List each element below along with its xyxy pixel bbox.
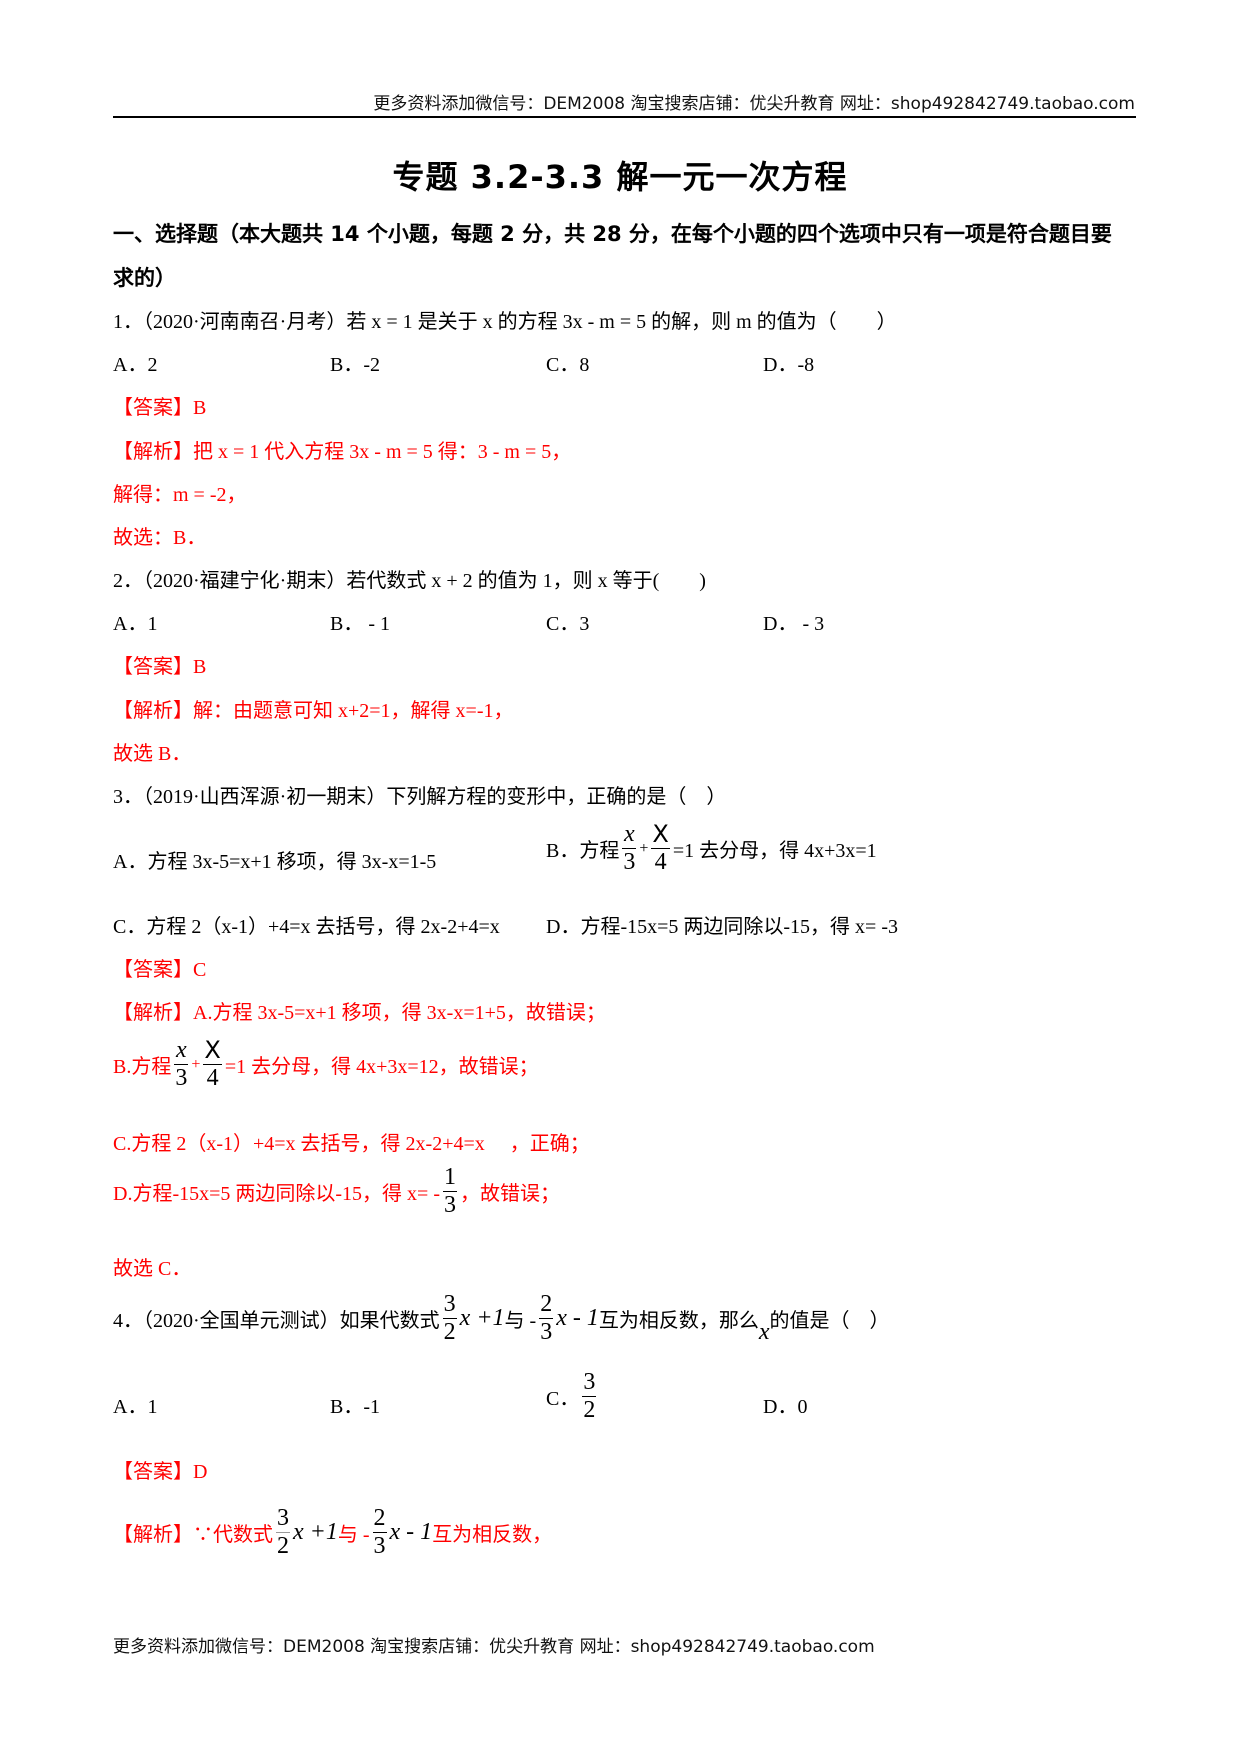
plus-sign: + bbox=[191, 1055, 201, 1073]
denominator: 2 bbox=[583, 1397, 596, 1424]
q2-option-a: A．1 bbox=[113, 613, 158, 635]
denominator: 3 bbox=[623, 849, 636, 876]
numerator: 3 bbox=[443, 1291, 456, 1317]
fraction-x-over-4: X 4 bbox=[203, 1036, 222, 1092]
q4-analysis-expression-1: x +1 bbox=[293, 1519, 338, 1546]
numerator: x bbox=[624, 821, 635, 847]
question-2-stem: 2．（2020·福建宁化·期末）若代数式 x + 2 的值为 1，则 x 等于(… bbox=[113, 570, 706, 592]
fraction-3-over-2: 3 2 bbox=[582, 1369, 597, 1424]
q3-analysis-a: 【解析】A.方程 3x-5=x+1 移项，得 3x-x=1+5，故错误； bbox=[113, 1002, 606, 1024]
header-divider bbox=[113, 116, 1136, 118]
q3-analysis-b-prefix: B.方程 bbox=[113, 1056, 172, 1079]
numerator: 2 bbox=[540, 1291, 553, 1317]
page-header-ad: 更多资料添加微信号：DEM2008 淘宝搜索店铺：优尖升教育 网址：shop49… bbox=[373, 94, 1135, 114]
q3-option-b-prefix: B．方程 bbox=[546, 840, 620, 863]
q3-analysis-conclusion: 故选 C． bbox=[113, 1258, 192, 1280]
q4-option-c: C． 3 2 bbox=[546, 1369, 599, 1424]
page-title: 专题 3.2-3.3 解一元一次方程 bbox=[392, 158, 848, 196]
q4-option-b: B．-1 bbox=[330, 1396, 380, 1418]
q3-option-b-suffix: =1 去分母，得 4x+3x=1 bbox=[672, 840, 877, 863]
q4-expression-1: x +1 bbox=[459, 1305, 505, 1332]
fraction-2-over-3: 2 3 bbox=[539, 1291, 554, 1346]
q4-analysis-suffix: 互为相反数， bbox=[432, 1524, 553, 1547]
q4-stem-post2: 的值是（ ） bbox=[769, 1310, 890, 1333]
q4-variable-x: x bbox=[758, 1319, 770, 1346]
numerator: 2 bbox=[373, 1505, 386, 1531]
q3-analysis-d-suffix: ，故错误； bbox=[459, 1183, 560, 1206]
numerator: 1 bbox=[443, 1164, 456, 1190]
q3-analysis-b: B.方程 x 3 + X 4 =1 去分母，得 4x+3x=12，故错误； bbox=[113, 1036, 539, 1092]
denominator: 3 bbox=[540, 1319, 553, 1346]
q3-answer: 【答案】C bbox=[113, 959, 207, 981]
question-3-stem: 3．（2019·山西浑源·初一期末）下列解方程的变形中，正确的是（ ） bbox=[113, 786, 727, 808]
q3-analysis-d: D.方程-15x=5 两边同除以-15，得 x= - 1 3 ，故错误； bbox=[113, 1164, 560, 1219]
plus-sign: + bbox=[639, 839, 649, 857]
q1-option-d: D．-8 bbox=[763, 354, 815, 376]
question-1-stem: 1．（2020·河南南召·月考）若 x = 1 是关于 x 的方程 3x - m… bbox=[113, 311, 897, 333]
q2-analysis-line1: 【解析】解：由题意可知 x+2=1，解得 x=-1， bbox=[113, 700, 514, 722]
q4-analysis: 【解析】∵代数式 3 2 x +1 与 - 2 3 x - 1 互为相反数， bbox=[113, 1505, 553, 1560]
q2-analysis-line2: 故选 B． bbox=[113, 743, 192, 765]
fraction-2-over-3: 2 3 bbox=[372, 1505, 387, 1560]
q4-stem-post1: 互为相反数，那么 bbox=[598, 1310, 759, 1333]
q2-option-b: B． - 1 bbox=[330, 613, 390, 635]
q1-answer: 【答案】B bbox=[113, 397, 207, 419]
q2-answer: 【答案】B bbox=[113, 656, 207, 678]
q4-expression-2: x - 1 bbox=[556, 1305, 599, 1332]
fraction-x-over-3: x 3 bbox=[622, 821, 637, 876]
page-footer-ad: 更多资料添加微信号：DEM2008 淘宝搜索店铺：优尖升教育 网址：shop49… bbox=[113, 1637, 875, 1657]
q3-option-d: D．方程-15x=5 两边同除以-15，得 x= -3 bbox=[546, 916, 898, 938]
q4-stem-mid: 与 - bbox=[504, 1310, 537, 1333]
section-heading-line1: 一、选择题（本大题共 14 个小题，每题 2 分，共 28 分，在每个小题的四个… bbox=[113, 222, 1112, 246]
fraction-x-over-4: X 4 bbox=[651, 820, 670, 876]
q3-option-a: A．方程 3x-5=x+1 移项，得 3x-x=1-5 bbox=[113, 851, 437, 873]
q4-stem-prefix: 4．（2020·全国单元测试）如果代数式 bbox=[113, 1310, 440, 1333]
q3-analysis-b-suffix: =1 去分母，得 4x+3x=12，故错误； bbox=[224, 1056, 539, 1079]
section-heading-line2: 求的） bbox=[113, 266, 176, 290]
q4-option-a: A．1 bbox=[113, 1396, 158, 1418]
q3-option-c: C．方程 2（x-1）+4=x 去括号，得 2x-2+4=x bbox=[113, 916, 500, 938]
fraction-3-over-2: 3 2 bbox=[276, 1505, 290, 1560]
q1-analysis-line2: 解得：m = -2， bbox=[113, 484, 247, 506]
q3-option-b: B．方程 x 3 + X 4 =1 去分母，得 4x+3x=1 bbox=[546, 820, 877, 876]
fraction-3-over-2: 3 2 bbox=[442, 1291, 457, 1346]
denominator: 2 bbox=[443, 1319, 456, 1346]
question-4-stem: 4．（2020·全国单元测试）如果代数式 3 2 x +1 与 - 2 3 x … bbox=[113, 1291, 890, 1346]
denominator: 4 bbox=[654, 849, 667, 876]
q3-analysis-c: C.方程 2（x-1）+4=x 去括号，得 2x-2+4=x ，正确； bbox=[113, 1133, 590, 1155]
q2-option-c: C．3 bbox=[546, 613, 590, 635]
q4-option-c-prefix: C． bbox=[546, 1388, 580, 1411]
numerator: X bbox=[652, 820, 669, 848]
denominator: 4 bbox=[206, 1065, 219, 1092]
denominator: 2 bbox=[277, 1533, 289, 1560]
denominator: 3 bbox=[443, 1192, 456, 1219]
q4-option-d: D．0 bbox=[763, 1396, 808, 1418]
denominator: 3 bbox=[175, 1065, 188, 1092]
q3-analysis-d-prefix: D.方程-15x=5 两边同除以-15，得 x= - bbox=[113, 1183, 440, 1206]
numerator: 3 bbox=[277, 1505, 289, 1531]
denominator: 3 bbox=[373, 1533, 386, 1560]
q1-option-a: A．2 bbox=[113, 354, 158, 376]
fraction-x-over-3: x 3 bbox=[174, 1037, 189, 1092]
numerator: X bbox=[204, 1036, 221, 1064]
q4-analysis-expression-2: x - 1 bbox=[389, 1519, 433, 1546]
q1-option-c: C．8 bbox=[546, 354, 590, 376]
fraction-1-over-3: 1 3 bbox=[442, 1164, 457, 1219]
q1-option-b: B．-2 bbox=[330, 354, 380, 376]
q2-option-d: D． - 3 bbox=[763, 613, 825, 635]
q4-analysis-mid: 与 - bbox=[337, 1524, 370, 1547]
q4-analysis-prefix: 【解析】∵代数式 bbox=[113, 1524, 273, 1547]
q4-answer: 【答案】D bbox=[113, 1461, 208, 1483]
q1-analysis-line3: 故选：B． bbox=[113, 527, 207, 549]
numerator: x bbox=[176, 1037, 187, 1063]
numerator: 3 bbox=[583, 1369, 596, 1395]
q1-analysis-line1: 【解析】把 x = 1 代入方程 3x - m = 5 得：3 - m = 5， bbox=[113, 441, 572, 463]
